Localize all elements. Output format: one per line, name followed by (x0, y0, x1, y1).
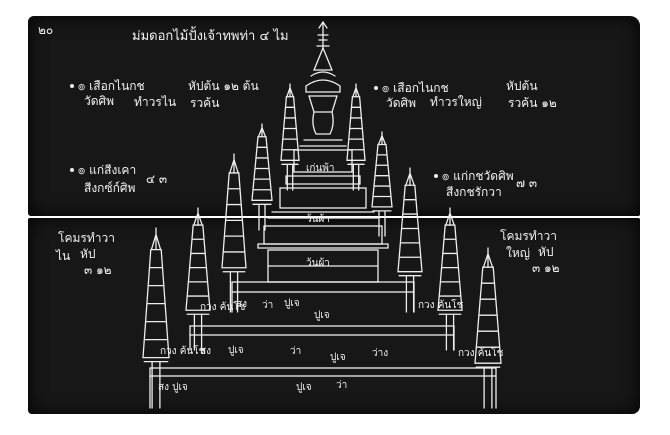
note-upper-right-5: รวค้น ๑๒ (508, 96, 557, 110)
step2-corner-left: กวง ค้นโช (160, 346, 206, 357)
note-upper-left-3: ทำวรไน (134, 95, 177, 109)
outer-spires (142, 153, 502, 409)
note-mid-left-1: ๏ แก่สีงเคา (78, 163, 137, 177)
note-mid-left-2: สีงกซ์ก์ศิพ (84, 181, 136, 195)
note-lower-right-2: ใหญ่ (506, 246, 530, 260)
manuscript-board-lower (28, 218, 640, 414)
step3-label-2: ปูเจ (296, 382, 312, 393)
note-lower-left-1: โคมรทำวา (58, 231, 115, 245)
central-stupa (257, 20, 389, 283)
note-mid-right-2: สีงกชรักวา (446, 185, 502, 199)
note-upper-right-4: หัปต้น (506, 79, 538, 93)
note-lower-right-4: ๓ ๑๒ (532, 261, 560, 275)
step2-label-2: ปูเจ (228, 345, 244, 356)
note-upper-left-5: รวค้น (190, 96, 220, 110)
note-lower-left-3: หัป (80, 247, 96, 261)
inner-spire-left-2 (251, 123, 273, 231)
step2-label-1: สง (200, 346, 211, 357)
note-mid-right-3: ๗ ๓ (516, 176, 538, 190)
note-lower-right-1: โคมรทำวา (500, 229, 557, 243)
note-upper-left-2: วัดศิพ (84, 94, 115, 108)
outer-spire-left-2 (185, 207, 211, 351)
step1-corner-left: กวง ค้นโช (200, 302, 246, 313)
note-lower-left-2: ไน (56, 249, 71, 263)
step1-label-3: ว่า (262, 300, 274, 311)
note-lower-left-4: ๓ ๑๒ (84, 263, 112, 277)
step2-label-4: ปูเจ (330, 352, 346, 363)
step3-label-1: สง ปูเจ (158, 382, 188, 393)
outer-spire-right-1 (397, 167, 423, 313)
step3-label-3: ว่า (336, 380, 348, 391)
manuscript-board-upper (28, 16, 640, 216)
page-number: ๒๐ (38, 23, 54, 37)
step1-corner-right: กวง ค้นโช (418, 300, 464, 311)
step2-label-3: ว่า (290, 346, 302, 357)
step1-label-1: สง (236, 299, 247, 310)
step1-label-2: ปูเจ (284, 298, 300, 309)
step2-label-5: ว่าง (372, 348, 389, 359)
bullet-marks (70, 84, 438, 178)
note-upper-left-4: หัปต้น ๑๒ ต้น (188, 79, 259, 93)
inner-spire-right-2 (371, 131, 393, 237)
outer-spire-left-3 (142, 227, 170, 409)
tower-label-1: เก่นพ้า (306, 163, 335, 174)
note-mid-right-1: ๏ แก่กชวัดศิพ (442, 169, 514, 183)
note-upper-left-1: ๏ เสือกไนกช (78, 79, 145, 93)
inner-spires (251, 83, 393, 237)
step1-label-4: ปูเจ (314, 310, 330, 321)
outer-spire-left-1 (221, 153, 247, 313)
outer-spire-right-3 (474, 247, 502, 409)
inner-spire-right-1 (346, 83, 366, 191)
note-upper-right-1: ๏ เสือกไนกช (382, 81, 449, 95)
note-upper-right-2: วัดศิพ (386, 96, 417, 110)
tower-label-2: ว้นผ้า (306, 214, 330, 225)
inner-spire-left-1 (280, 83, 300, 191)
note-lower-right-3: หัป (538, 245, 554, 259)
step2-corner-right: กวง ค้นโช (458, 348, 504, 359)
manuscript-title: ม่มดอกไม้ปั้งเจ้าทพท่า ๔ ไม (132, 29, 289, 44)
note-mid-left-3: ๔ ๓ (146, 172, 168, 186)
outer-spire-right-2 (437, 207, 463, 351)
note-upper-right-3: ทำวรใหญ่ (430, 95, 482, 109)
tower-label-3: ว้นผ้า (306, 258, 330, 269)
